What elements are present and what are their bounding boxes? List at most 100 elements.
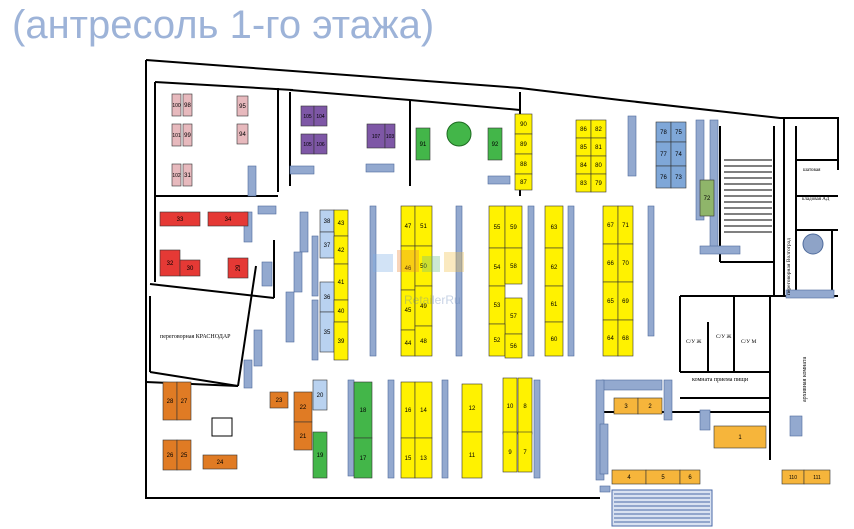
desk-2: 2 — [637, 397, 663, 415]
partition — [289, 165, 315, 175]
desk-label: 54 — [494, 265, 501, 271]
desk-95: 95 — [236, 95, 249, 117]
desk-label: 30 — [187, 266, 194, 272]
desk-label: 76 — [660, 175, 667, 181]
desk-label: 40 — [338, 309, 345, 315]
desk-label: 69 — [622, 299, 629, 305]
desk-38: 38 — [319, 209, 335, 233]
desk-92: 92 — [487, 127, 503, 161]
desk-label: 35 — [324, 330, 331, 336]
partition — [647, 205, 655, 337]
partition — [253, 329, 263, 367]
watermark-text: RetailerRu — [404, 293, 461, 307]
desk-27: 27 — [176, 381, 192, 421]
desk-58: 58 — [504, 247, 523, 285]
desk-label: 42 — [338, 248, 345, 254]
desk-89: 89 — [514, 133, 533, 155]
partition — [311, 299, 319, 361]
desk-label: 99 — [184, 133, 191, 139]
desk-73: 73 — [670, 165, 687, 189]
desk-label: 75 — [675, 130, 682, 136]
desk-label: 57 — [510, 314, 517, 320]
desk-label: 25 — [181, 453, 188, 459]
desk-label: 111 — [813, 475, 821, 481]
desk-12: 12 — [461, 383, 483, 433]
desk-56: 56 — [504, 333, 523, 359]
desk-111: 111 — [803, 469, 831, 485]
desk-21: 21 — [293, 421, 313, 451]
desk-19: 19 — [312, 431, 328, 479]
desk-9: 9 — [502, 431, 518, 473]
desk-label: 31 — [184, 173, 191, 179]
desk-label: 32 — [167, 261, 174, 267]
desk-label: 8 — [523, 404, 527, 410]
desk-label: 15 — [405, 456, 412, 462]
desk-label: 47 — [405, 224, 412, 230]
desk-64: 64 — [602, 319, 619, 357]
desk-84: 84 — [575, 155, 592, 175]
desk-label: 82 — [595, 127, 602, 133]
desk-33: 33 — [159, 211, 201, 227]
desk-label: 91 — [420, 142, 427, 148]
desk-6: 6 — [679, 469, 701, 485]
desk-36: 36 — [319, 281, 335, 313]
partition — [261, 261, 273, 287]
desk-78: 78 — [655, 121, 672, 143]
desk-98: 98 — [182, 93, 193, 117]
desk-80: 80 — [590, 155, 607, 175]
desk-label: 59 — [510, 225, 517, 231]
desk-28: 28 — [162, 381, 178, 421]
desk-label: 18 — [360, 408, 367, 414]
desk-76: 76 — [655, 165, 672, 189]
partition — [627, 115, 637, 177]
desk-51: 51 — [414, 205, 433, 247]
desk-91: 91 — [415, 127, 431, 161]
desk-label: 81 — [595, 145, 602, 151]
desk-4: 4 — [611, 469, 647, 485]
desk-107: 107 — [366, 123, 386, 149]
desk-label: 104 — [316, 114, 325, 120]
desk-label: 60 — [551, 337, 558, 343]
desk-label: 64 — [607, 336, 614, 342]
desk-label: 2 — [648, 404, 652, 410]
partition — [243, 359, 253, 389]
desk-label: 28 — [167, 399, 174, 405]
desk-94: 94 — [236, 123, 249, 145]
partition — [789, 415, 803, 437]
desk-label: 38 — [324, 219, 331, 225]
desk-67: 67 — [602, 205, 619, 245]
stairs — [724, 159, 772, 233]
desk-label: 19 — [317, 453, 324, 459]
desk-label: 10 — [507, 404, 514, 410]
desk-103: 103 — [384, 123, 396, 149]
room-shtatovaya: шатовая — [803, 168, 821, 173]
desk-49: 49 — [414, 285, 433, 327]
partition — [527, 205, 535, 357]
desk-label: 24 — [217, 460, 224, 466]
desk-15: 15 — [400, 437, 416, 479]
desk-label: 105 — [303, 114, 312, 120]
entrance-stairs — [611, 489, 713, 527]
room-food: комната приема пищи — [692, 377, 749, 383]
room-krasnodar: переговорная КРАСНОДАР — [160, 334, 231, 340]
desk-label: 7 — [523, 450, 527, 456]
desk-11: 11 — [461, 431, 483, 479]
desk-101: 101 — [171, 123, 182, 147]
desk-label: 98 — [184, 103, 191, 109]
desk-20: 20 — [312, 379, 328, 411]
room-su-m: С/У М — [741, 339, 756, 345]
desk-48: 48 — [414, 325, 433, 357]
desk-label: 26 — [167, 453, 174, 459]
desk-label: 65 — [607, 299, 614, 305]
desk-label: 88 — [520, 162, 527, 168]
desk-23: 23 — [269, 391, 289, 409]
desk-label: 85 — [580, 145, 587, 151]
desk-81: 81 — [590, 137, 607, 157]
desk-label: 12 — [469, 406, 476, 412]
desk-label: 22 — [300, 405, 307, 411]
desk-8: 8 — [517, 377, 533, 435]
desk-71: 71 — [617, 205, 634, 245]
room-labels: переговорная КРАСНОДАР переговорная Волг… — [160, 168, 830, 402]
desk-13: 13 — [414, 437, 433, 479]
desk-24: 24 — [202, 454, 238, 470]
